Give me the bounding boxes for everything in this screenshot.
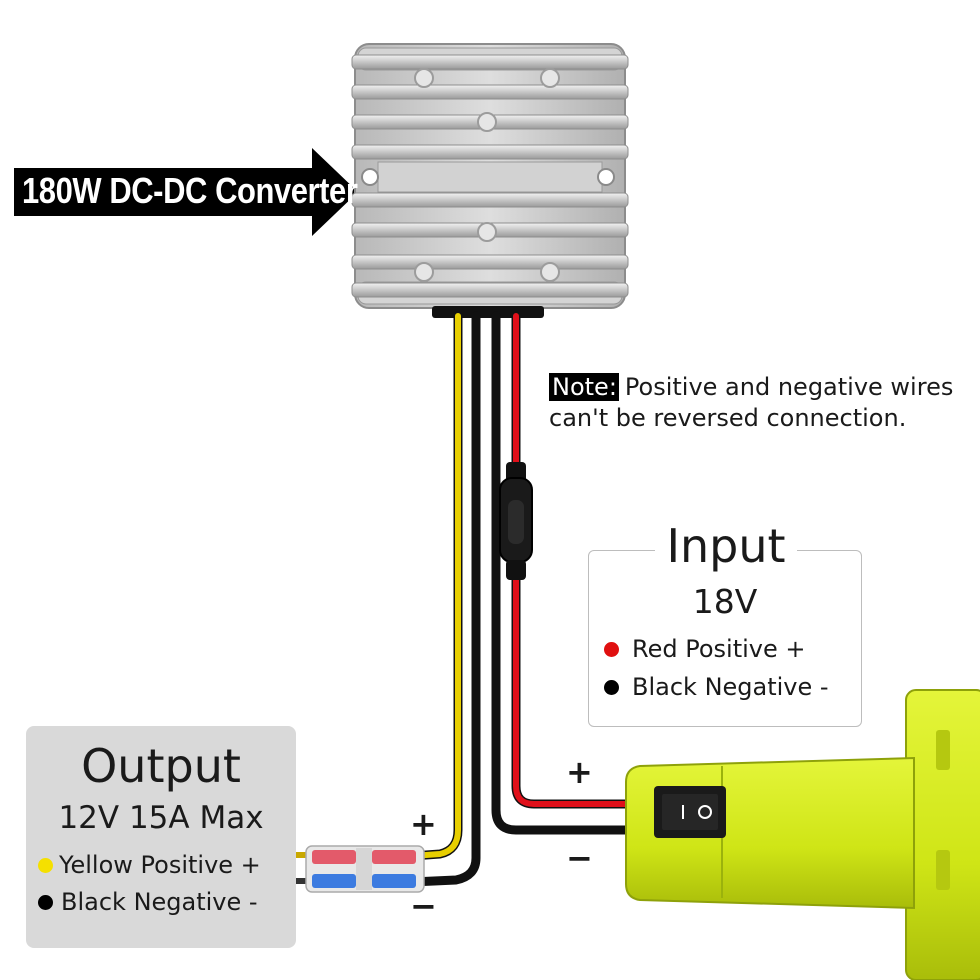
heatsink-center-band <box>377 161 603 193</box>
heatsink-fin <box>351 144 629 160</box>
input-positive-legend: Red Positive + <box>604 635 805 663</box>
note-text-line2: can't be reversed connection. <box>549 404 907 432</box>
note-callout: Note:Positive and negative wires can't b… <box>549 372 979 434</box>
output-plus-sign: + <box>410 805 437 843</box>
red-dot-icon <box>604 641 619 657</box>
black-input-wire <box>491 311 637 835</box>
cable-grommet <box>432 306 544 318</box>
output-negative-label: Black Negative - <box>61 888 258 916</box>
note-tag: Note: <box>549 373 619 401</box>
input-voltage: 18V <box>692 582 758 621</box>
converter-fins <box>351 54 629 298</box>
input-card <box>588 550 862 727</box>
heatsink-fin <box>351 282 629 298</box>
output-minus-sign: − <box>410 887 437 925</box>
output-title: Output <box>81 739 241 793</box>
input-title: Input <box>655 518 797 574</box>
black-dot-icon <box>604 679 619 695</box>
output-spec: 12V 15A Max <box>58 800 264 836</box>
converter-title: 180W DC-DC Converter <box>22 170 358 211</box>
heatsink-fin <box>351 54 629 70</box>
heatsink-fin <box>351 192 629 208</box>
input-positive-label: Red Positive + <box>632 635 806 663</box>
lever-connector <box>296 845 425 893</box>
black-dot-icon <box>38 894 53 910</box>
yellow-output-wire <box>407 311 463 861</box>
inline-fuse-holder <box>499 462 533 580</box>
converter-label-arrow <box>14 148 358 236</box>
heatsink-fin <box>351 254 629 270</box>
input-negative-label: Black Negative - <box>632 673 829 701</box>
heatsink-fin <box>351 84 629 100</box>
output-negative-legend: Black Negative - <box>38 888 258 916</box>
black-output-wire <box>407 311 481 887</box>
output-card <box>26 726 296 948</box>
input-minus-sign: − <box>566 839 593 877</box>
converter-bolts <box>361 68 615 282</box>
wires <box>407 311 637 887</box>
input-negative-legend: Black Negative - <box>604 673 829 701</box>
input-plus-sign: + <box>566 753 593 791</box>
note-text-line1: Positive and negative wires <box>624 373 954 401</box>
output-positive-legend: Yellow Positive + <box>38 851 261 879</box>
output-positive-label: Yellow Positive + <box>59 851 261 879</box>
yellow-dot-icon <box>38 857 53 873</box>
battery-pack <box>625 689 980 980</box>
